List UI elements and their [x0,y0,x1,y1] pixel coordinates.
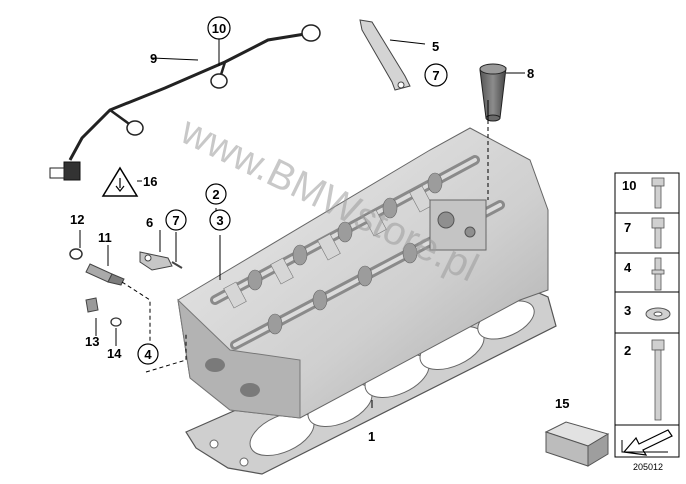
sensor-11 [85,263,125,286]
callout-6: 6 [146,215,153,230]
bolt-7 [651,217,665,249]
leader-lines [79,38,525,408]
fastener-legend: 10 7 4 3 2 [614,172,680,458]
sealing-ring-14 [110,317,122,327]
callout-7a-circle: 7 [424,63,448,87]
callout-1: 1 [368,429,375,444]
callout-5: 5 [432,39,439,54]
bolt-10 [651,177,665,209]
callout-7a: 7 [432,68,439,83]
bracket-6 [139,251,173,271]
callout-4-circle: 4 [137,343,159,365]
callout-8: 8 [527,66,534,81]
spark-plug-tube [479,63,507,122]
stud-4 [651,257,665,291]
legend-num-10: 10 [622,178,636,193]
callout-2-circle: 2 [205,183,227,205]
callout-16: 16 [143,174,157,189]
plug-13 [85,297,99,313]
callout-3: 3 [216,213,223,228]
callout-13: 13 [85,334,99,349]
cylinder-head [177,127,549,419]
warning-triangle-icon [101,166,139,197]
diagram-id: 205012 [633,462,663,472]
washer-3 [645,307,671,321]
sensor-wiring-harness [49,24,321,181]
callout-7b-circle: 7 [165,209,187,231]
callout-2: 2 [212,187,219,202]
bracket [359,19,411,91]
bolt-2 [651,339,665,421]
legend-num-4: 4 [624,260,632,275]
callout-labels: 1 2 3 4 5 6 7 7 8 9 10 11 12 13 [70,16,569,444]
callout-11: 11 [98,230,112,245]
callout-15: 15 [555,396,569,411]
direction-arrow-icon [614,424,680,458]
callout-12: 12 [70,212,84,227]
callout-3-circle: 3 [209,209,231,231]
sealing-ring-12 [69,248,83,260]
callout-10: 10 [212,21,226,36]
legend-num-3: 3 [624,303,631,318]
legend-num-2: 2 [624,343,631,358]
screw-7-small [171,261,183,269]
callout-14: 14 [107,346,122,361]
callout-9: 9 [150,51,157,66]
callout-10-circle: 10 [207,16,231,40]
callout-4: 4 [144,347,152,362]
legend-num-7: 7 [624,220,631,235]
callout-7b: 7 [172,213,179,228]
repair-kit-box [544,421,610,467]
